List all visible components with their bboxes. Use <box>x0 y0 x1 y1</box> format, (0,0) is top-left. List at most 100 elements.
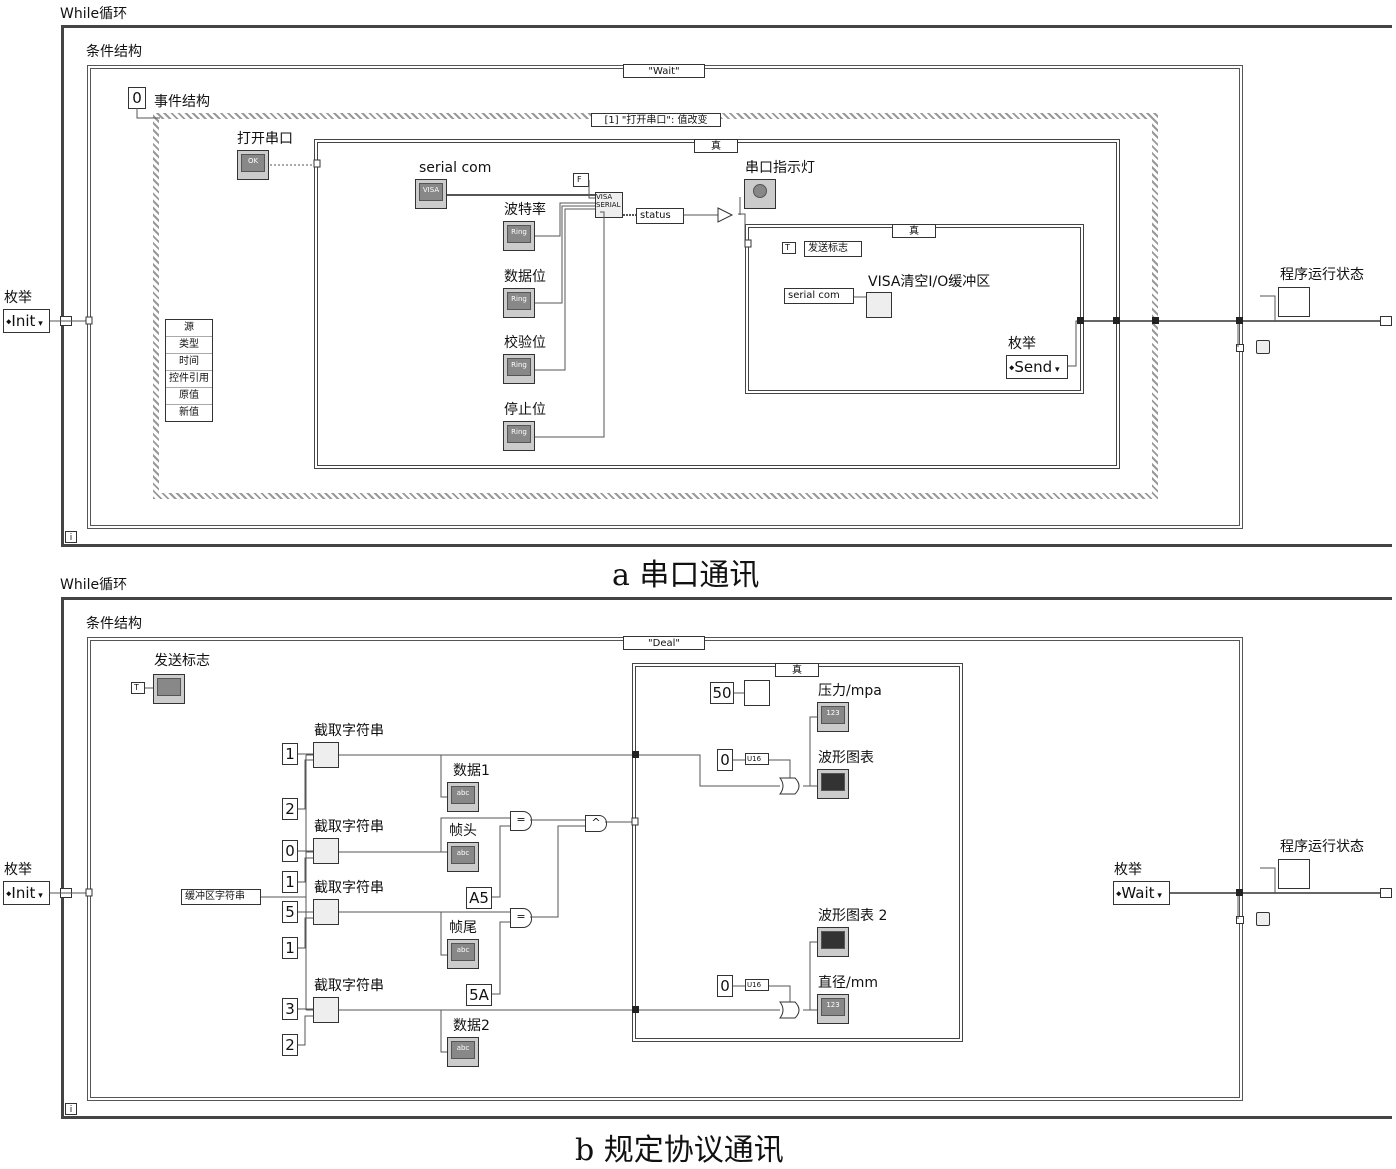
wire-markers-a <box>85 159 1243 325</box>
stop-bits-label: 停止位 <box>504 402 546 418</box>
event-data-row: 类型 <box>166 337 212 354</box>
event-data-row: 源 <box>166 320 212 337</box>
tail-label: 帧尾 <box>449 920 477 936</box>
while-loop-b <box>61 597 1392 1119</box>
const-b-1: 2 <box>282 798 298 820</box>
case-selector-a[interactable]: "Wait" <box>623 64 705 78</box>
open-port-label: 打开串口 <box>237 131 293 147</box>
wires-a <box>50 108 1380 438</box>
equal-gate-2: = <box>510 908 532 928</box>
case-selector-b[interactable]: "Deal" <box>623 636 705 650</box>
stop-tunnel-b <box>1236 916 1244 924</box>
event-data-node: 源类型时间控件引用原值新值 <box>165 319 213 422</box>
open-port-button-terminal: OK <box>237 150 269 180</box>
buffer-local-var: 缓冲区字符串 <box>181 889 261 905</box>
header-indicator: abc <box>447 842 479 872</box>
inner-case-selector-b[interactable]: 真 <box>775 663 819 677</box>
while-loop-label-a: While循环 <box>60 6 128 22</box>
wave-chart-terminal <box>817 769 849 799</box>
inner-case-selector-a[interactable]: 真 <box>694 139 738 153</box>
substring-fn-3 <box>313 899 339 925</box>
substr-label-4: 截取字符串 <box>314 978 384 994</box>
data-bits-label: 数据位 <box>504 269 546 285</box>
wires-b <box>50 687 1380 1053</box>
send-flag-terminal <box>153 674 185 704</box>
event-data-row: 新值 <box>179 407 199 418</box>
indicator-label: 串口指示灯 <box>745 160 815 176</box>
baud-label: 波特率 <box>504 202 546 218</box>
case-label-a: 条件结构 <box>86 44 142 60</box>
iteration-icon-b: i <box>65 1103 77 1115</box>
caption-b: b 规定协议通讯 <box>575 1133 784 1168</box>
const-b-7: 2 <box>282 1034 298 1056</box>
wave-chart2-label: 波形图表 2 <box>818 908 888 924</box>
substring-fn-4 <box>313 997 339 1023</box>
diameter-indicator: 123 <box>817 994 849 1024</box>
enum-send-const[interactable]: ⬩Send ▾ <box>1006 355 1068 379</box>
parity-ring: Ring <box>503 354 535 384</box>
substr-label-3: 截取字符串 <box>314 880 384 896</box>
while-loop-a <box>61 25 1392 547</box>
visa-clear-label: VISA清空I/O缓冲区 <box>868 274 991 290</box>
run-state-select-a <box>1278 287 1310 317</box>
send-flag-true-const: T <box>782 242 796 254</box>
const-a5: A5 <box>466 887 492 909</box>
run-state-label-b: 程序运行状态 <box>1280 839 1364 855</box>
parity-label: 校验位 <box>504 335 546 351</box>
wave-chart2-terminal <box>817 927 849 957</box>
equal-gate-1: = <box>510 811 532 831</box>
wait-ms-fn <box>744 680 770 706</box>
const-b-6: 3 <box>282 998 298 1020</box>
data2-indicator: abc <box>447 1037 479 1067</box>
case-label-b: 条件结构 <box>86 616 142 632</box>
substring-fn-2 <box>313 838 339 864</box>
send-flag-label-b: 发送标志 <box>154 653 210 669</box>
baud-ring: Ring <box>503 221 535 251</box>
event-label: 事件结构 <box>154 94 210 110</box>
wire-markers-b <box>85 751 1243 1019</box>
send-flag-local-var: 发送标志 <box>804 241 862 257</box>
event-data-row: 控件引用 <box>166 371 212 388</box>
zero-const-2: 0 <box>717 975 733 997</box>
substr-label-1: 截取字符串 <box>314 723 384 739</box>
enum-init-a[interactable]: ⬩Init ▾ <box>3 309 50 333</box>
stop-tunnel-a <box>1236 344 1244 352</box>
enum-wait-const[interactable]: ⬩Wait ▾ <box>1113 881 1170 905</box>
enum-label-left-a: 枚举 <box>4 290 32 306</box>
visa-configure-serial: VISA SERIAL <box>595 192 623 218</box>
run-state-select-b <box>1278 859 1310 889</box>
shift-register-right-a <box>1380 316 1392 326</box>
substring-fn-1 <box>313 742 339 768</box>
const-5a: 5A <box>466 984 492 1006</box>
event-data-row: 原值 <box>166 388 212 405</box>
stop-button-a <box>1256 340 1270 354</box>
pressure-label: 压力/mpa <box>818 683 882 699</box>
stop-button-b <box>1256 912 1270 926</box>
caption-a: a 串口通讯 <box>612 558 760 593</box>
false-const: F <box>573 173 589 187</box>
serial-com-terminal: VISA <box>415 179 447 209</box>
const-b-0: 1 <box>282 743 298 765</box>
while-loop-label-b: While循环 <box>60 577 128 593</box>
enum-init-b[interactable]: ⬩Init ▾ <box>3 881 50 905</box>
serial-com-local-var: serial com <box>784 288 854 304</box>
enum-label-right-b: 枚举 <box>1114 862 1142 878</box>
event-data-row: 时间 <box>166 354 212 371</box>
shift-register-right-b <box>1380 888 1392 898</box>
iteration-icon-a: i <box>65 531 77 543</box>
const-b-5: 1 <box>282 937 298 959</box>
enum-label-left-b: 枚举 <box>4 862 32 878</box>
zero-const-1: 0 <box>717 749 733 771</box>
const-b-3: 1 <box>282 871 298 893</box>
event-structure <box>153 113 1158 499</box>
run-state-label-a: 程序运行状态 <box>1280 267 1364 283</box>
u16-convert-2: U16 <box>745 979 769 991</box>
const-b-4: 5 <box>282 901 298 923</box>
tail-indicator: abc <box>447 939 479 969</box>
data2-label: 数据2 <box>453 1018 490 1034</box>
wave-chart-label: 波形图表 <box>818 750 874 766</box>
event-selector[interactable]: [1] "打开串口": 值改变 <box>591 113 721 127</box>
and-gate: ^ <box>585 815 607 832</box>
true-case-selector-a[interactable]: 真 <box>892 224 936 238</box>
